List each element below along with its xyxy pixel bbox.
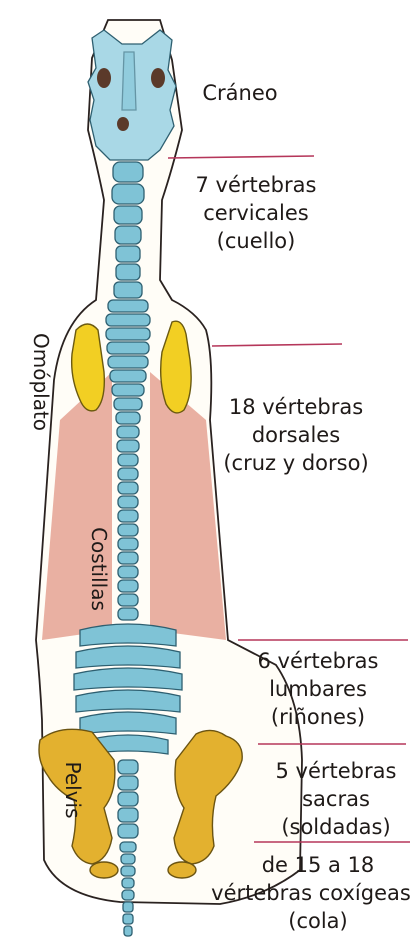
vertebra (118, 566, 138, 578)
vertebra (118, 792, 138, 806)
label-sacras-line3: (soldadas) (281, 815, 390, 839)
label-coxigeas-line1: de 15 a 18 (262, 853, 375, 877)
vertebra (118, 496, 138, 508)
label-craneo: Cráneo (202, 81, 277, 105)
vertebra (115, 226, 141, 244)
vertebra (118, 482, 138, 494)
label-dorsales-line1: 18 vértebras (229, 395, 363, 419)
label-dorsales-line2: dorsales (252, 423, 340, 447)
vertebra (106, 328, 150, 340)
vertebra (116, 412, 140, 424)
vertebra (123, 902, 133, 912)
label-sacras-line1: 5 vértebras (276, 759, 397, 783)
lumbar-vertebra (76, 646, 180, 668)
vertebra (124, 926, 132, 936)
skull-eye-right (151, 68, 165, 88)
lumbar-vertebra (76, 690, 180, 712)
vertebra (118, 760, 138, 774)
vertebra (118, 808, 138, 822)
vertebra (121, 866, 135, 876)
skull (88, 30, 176, 160)
lumbar-vertebra (74, 668, 182, 690)
label-cervicales-line3: (cuello) (217, 229, 296, 253)
label-coxigeas-line2: vértebras coxígeas (211, 881, 411, 905)
label-cervicales-line1: 7 vértebras (196, 173, 317, 197)
pelvis-ischium-left (90, 862, 118, 878)
label-omoplato: Omóplato (29, 333, 53, 431)
divider-craneo-cervicales (168, 156, 314, 158)
vertebra (118, 524, 138, 536)
vertebra (113, 162, 143, 182)
vertebra (118, 594, 138, 606)
label-cervicales-line2: cervicales (203, 201, 308, 225)
vertebra (123, 914, 133, 924)
vertebra (118, 538, 138, 550)
skull-nasal-ridge (122, 52, 136, 110)
vertebra (118, 776, 138, 790)
label-lumbares-line3: (riñones) (271, 705, 365, 729)
vertebra (107, 342, 149, 354)
vertebra (114, 282, 142, 298)
vertebra (117, 440, 139, 452)
vertebra (117, 426, 139, 438)
vertebra (122, 878, 134, 888)
vertebra (114, 398, 142, 410)
vertebra (112, 184, 144, 204)
label-dorsales-line3: (cruz y dorso) (223, 451, 368, 475)
sacral-vertebrae (118, 760, 138, 838)
vertebra (118, 468, 138, 480)
label-lumbares-line1: 6 vértebras (258, 649, 379, 673)
vertebra (116, 264, 140, 280)
label-coxigeas-line3: (cola) (288, 909, 347, 933)
label-sacras-line2: sacras (302, 787, 370, 811)
vertebra (108, 300, 148, 312)
vertebra (106, 314, 150, 326)
vertebra (116, 246, 140, 262)
vertebra (118, 608, 138, 620)
pelvis-ischium-right (168, 862, 196, 878)
vertebra (112, 384, 144, 396)
vertebra (120, 842, 136, 852)
vertebra (118, 580, 138, 592)
vertebra (110, 370, 146, 382)
vertebra (121, 854, 135, 864)
label-lumbares-line2: lumbares (269, 677, 367, 701)
vertebra (118, 454, 138, 466)
divider-cervicales-dorsales (212, 344, 342, 346)
vertebra (108, 356, 148, 368)
vertebra (114, 206, 142, 224)
skull-eye-left (97, 68, 111, 88)
vertebra (118, 510, 138, 522)
lumbar-vertebra (80, 712, 176, 734)
label-pelvis: Pelvis (61, 761, 85, 818)
vertebra (118, 552, 138, 564)
lumbar-vertebra (80, 624, 176, 646)
vertebra (118, 824, 138, 838)
label-costillas: Costillas (87, 527, 111, 611)
vertebra (122, 890, 134, 900)
skull-foramen (117, 117, 129, 131)
